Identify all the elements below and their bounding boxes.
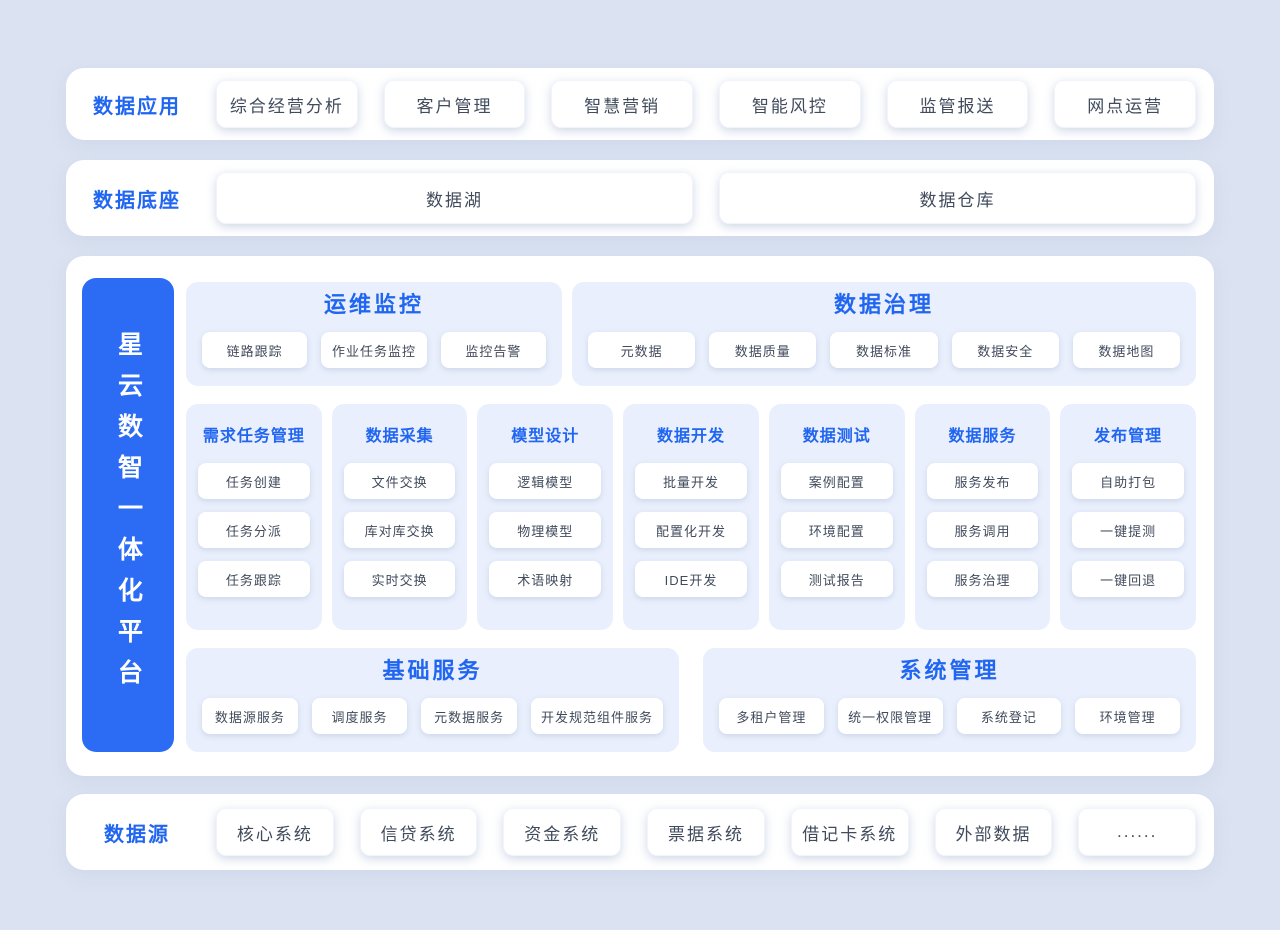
- system-mgmt-item-chip[interactable]: 系统登记: [956, 698, 1062, 734]
- column-item-chip[interactable]: 文件交换: [343, 463, 456, 499]
- column-title: 数据测试: [802, 428, 871, 445]
- column-item-chip[interactable]: 配置化开发: [635, 512, 747, 548]
- column-item-chip[interactable]: 一键回退: [1072, 561, 1185, 597]
- base-service-item-chip[interactable]: 调度服务: [311, 698, 408, 734]
- system-management-title: 系统管理: [899, 658, 1000, 683]
- column-item-chip[interactable]: 术语映射: [489, 561, 602, 597]
- governance-item-chip[interactable]: 数据标准: [830, 332, 938, 368]
- column-title: 数据开发: [657, 428, 726, 445]
- system-mgmt-item-chip[interactable]: 统一权限管理: [837, 698, 943, 734]
- column-item-chip[interactable]: 任务创建: [198, 463, 310, 499]
- app-item-chip[interactable]: 智能风控: [719, 80, 861, 128]
- platform-module-columns: 需求任务管理 任务创建 任务分派 任务跟踪 数据采集 文件交换 库对库交换 实时…: [186, 404, 1197, 630]
- column-data-development: 数据开发 批量开发 配置化开发 IDE开发: [623, 404, 759, 630]
- system-management-items: 多租户管理 统一权限管理 系统登记 环境管理: [703, 684, 1196, 734]
- ops-item-chip[interactable]: 链路跟踪: [202, 332, 308, 368]
- ops-monitoring-items: 链路跟踪 作业任务监控 监控告警: [186, 318, 562, 368]
- base-services-title: 基础服务: [382, 658, 483, 683]
- column-item-chip[interactable]: 物理模型: [489, 512, 602, 548]
- platform-title: 星云数智一体化平台: [114, 330, 143, 700]
- source-item-chip[interactable]: 核心系统: [216, 808, 334, 856]
- column-title: 模型设计: [511, 428, 580, 445]
- ops-monitoring-panel: 运维监控 链路跟踪 作业任务监控 监控告警: [186, 282, 562, 386]
- column-item-chip[interactable]: 逻辑模型: [489, 463, 602, 499]
- ops-item-chip[interactable]: 监控告警: [440, 332, 546, 368]
- system-mgmt-item-chip[interactable]: 多租户管理: [719, 698, 824, 734]
- column-item-chip[interactable]: 一键提测: [1072, 512, 1185, 548]
- data-foundation-row: 数据底座 数据湖 数据仓库: [66, 160, 1214, 236]
- data-lake-chip[interactable]: 数据湖: [216, 172, 693, 224]
- column-data-collection: 数据采集 文件交换 库对库交换 实时交换: [331, 404, 468, 630]
- app-item-chip[interactable]: 综合经营分析: [216, 80, 358, 128]
- data-source-label: 数据源: [104, 823, 170, 846]
- data-application-label: 数据应用: [93, 95, 181, 118]
- base-services-items: 数据源服务 调度服务 元数据服务 开发规范组件服务: [186, 684, 679, 734]
- column-item-chip[interactable]: 案例配置: [780, 463, 893, 499]
- data-governance-panel: 数据治理 元数据 数据质量 数据标准 数据安全 数据地图: [572, 282, 1196, 386]
- column-release-management: 发布管理 自助打包 一键提测 一键回退: [1060, 404, 1197, 630]
- base-services-panel: 基础服务 数据源服务 调度服务 元数据服务 开发规范组件服务: [186, 648, 679, 752]
- column-item-chip[interactable]: 自助打包: [1072, 463, 1185, 499]
- system-management-panel: 系统管理 多租户管理 统一权限管理 系统登记 环境管理: [703, 648, 1196, 752]
- column-item-chip[interactable]: 任务分派: [198, 512, 310, 548]
- source-item-chip[interactable]: 外部数据: [934, 808, 1053, 856]
- column-item-chip[interactable]: 库对库交换: [343, 512, 456, 548]
- ops-monitoring-title: 运维监控: [323, 292, 424, 317]
- column-item-chip[interactable]: 测试报告: [780, 561, 893, 597]
- column-item-chip[interactable]: 服务发布: [926, 463, 1039, 499]
- governance-item-chip[interactable]: 数据地图: [1072, 332, 1181, 368]
- column-item-chip[interactable]: 服务调用: [926, 512, 1039, 548]
- platform-card: 星云数智一体化平台 运维监控 链路跟踪 作业任务监控 监控告警 数据治理 元数据…: [66, 256, 1214, 776]
- ops-item-chip[interactable]: 作业任务监控: [321, 332, 427, 368]
- column-data-services: 数据服务 服务发布 服务调用 服务治理: [914, 404, 1051, 630]
- data-governance-items: 元数据 数据质量 数据标准 数据安全 数据地图: [572, 318, 1196, 368]
- platform-top-panels: 运维监控 链路跟踪 作业任务监控 监控告警 数据治理 元数据 数据质量 数据标准…: [186, 282, 1196, 386]
- app-item-chip[interactable]: 客户管理: [383, 80, 526, 128]
- base-service-item-chip[interactable]: 元数据服务: [421, 698, 517, 734]
- column-item-chip[interactable]: IDE开发: [635, 561, 747, 597]
- source-item-chip[interactable]: 借记卡系统: [790, 808, 909, 856]
- app-item-chip[interactable]: 监管报送: [886, 80, 1029, 128]
- data-warehouse-chip[interactable]: 数据仓库: [719, 172, 1196, 224]
- column-item-chip[interactable]: 环境配置: [780, 512, 893, 548]
- column-item-chip[interactable]: 任务跟踪: [198, 561, 310, 597]
- source-item-chip[interactable]: 票据系统: [647, 808, 765, 856]
- column-item-chip[interactable]: 服务治理: [926, 561, 1039, 597]
- column-title: 发布管理: [1094, 428, 1163, 445]
- source-item-chip[interactable]: ......: [1078, 808, 1197, 856]
- platform-title-bar: 星云数智一体化平台: [82, 278, 174, 752]
- column-item-chip[interactable]: 批量开发: [635, 463, 747, 499]
- base-service-item-chip[interactable]: 数据源服务: [202, 698, 298, 734]
- governance-item-chip[interactable]: 元数据: [588, 332, 696, 368]
- app-item-chip[interactable]: 智慧营销: [551, 80, 694, 128]
- column-title: 需求任务管理: [202, 428, 305, 445]
- column-task-management: 需求任务管理 任务创建 任务分派 任务跟踪: [186, 404, 322, 630]
- source-item-chip[interactable]: 资金系统: [503, 808, 622, 856]
- app-item-chip[interactable]: 网点运营: [1054, 80, 1197, 128]
- column-item-chip[interactable]: 实时交换: [343, 561, 456, 597]
- column-title: 数据服务: [948, 428, 1017, 445]
- governance-item-chip[interactable]: 数据质量: [709, 332, 817, 368]
- column-model-design: 模型设计 逻辑模型 物理模型 术语映射: [477, 404, 614, 630]
- source-item-chip[interactable]: 信贷系统: [359, 808, 478, 856]
- governance-item-chip[interactable]: 数据安全: [951, 332, 1059, 368]
- data-source-row: 数据源 核心系统 信贷系统 资金系统 票据系统 借记卡系统 外部数据 .....…: [66, 794, 1214, 870]
- system-mgmt-item-chip[interactable]: 环境管理: [1075, 698, 1180, 734]
- column-data-testing: 数据测试 案例配置 环境配置 测试报告: [768, 404, 905, 630]
- data-foundation-label: 数据底座: [93, 189, 181, 212]
- column-title: 数据采集: [365, 428, 434, 445]
- platform-bottom-panels: 基础服务 数据源服务 调度服务 元数据服务 开发规范组件服务 系统管理 多租户管…: [186, 648, 1196, 752]
- data-application-row: 数据应用 综合经营分析 客户管理 智慧营销 智能风控 监管报送 网点运营: [66, 68, 1214, 140]
- base-service-item-chip[interactable]: 开发规范组件服务: [530, 698, 663, 734]
- data-governance-title: 数据治理: [833, 292, 934, 317]
